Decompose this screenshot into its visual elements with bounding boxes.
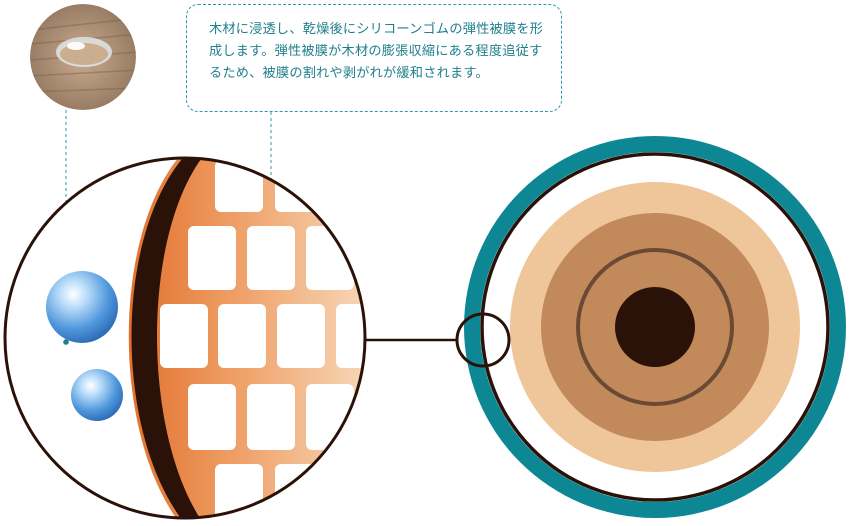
log-core: [615, 287, 695, 367]
callout-box: 木材に浸透し、乾燥後にシリコーンゴムの弾性被膜を形成します。弾性被膜が木材の膨張…: [186, 4, 562, 112]
callout-text: 木材に浸透し、乾燥後にシリコーンゴムの弾性被膜を形成します。弾性被膜が木材の膨張…: [209, 22, 544, 81]
droplet-on-wood-photo: [30, 4, 136, 110]
log-cross-section: [464, 136, 846, 518]
magnified-section: [5, 158, 365, 518]
elastic-film: [131, 158, 208, 518]
water-drop-small: [71, 369, 123, 421]
water-drop-large: [46, 271, 118, 343]
magnified-section-border: [3, 156, 367, 520]
zoom-marker: [455, 312, 511, 368]
